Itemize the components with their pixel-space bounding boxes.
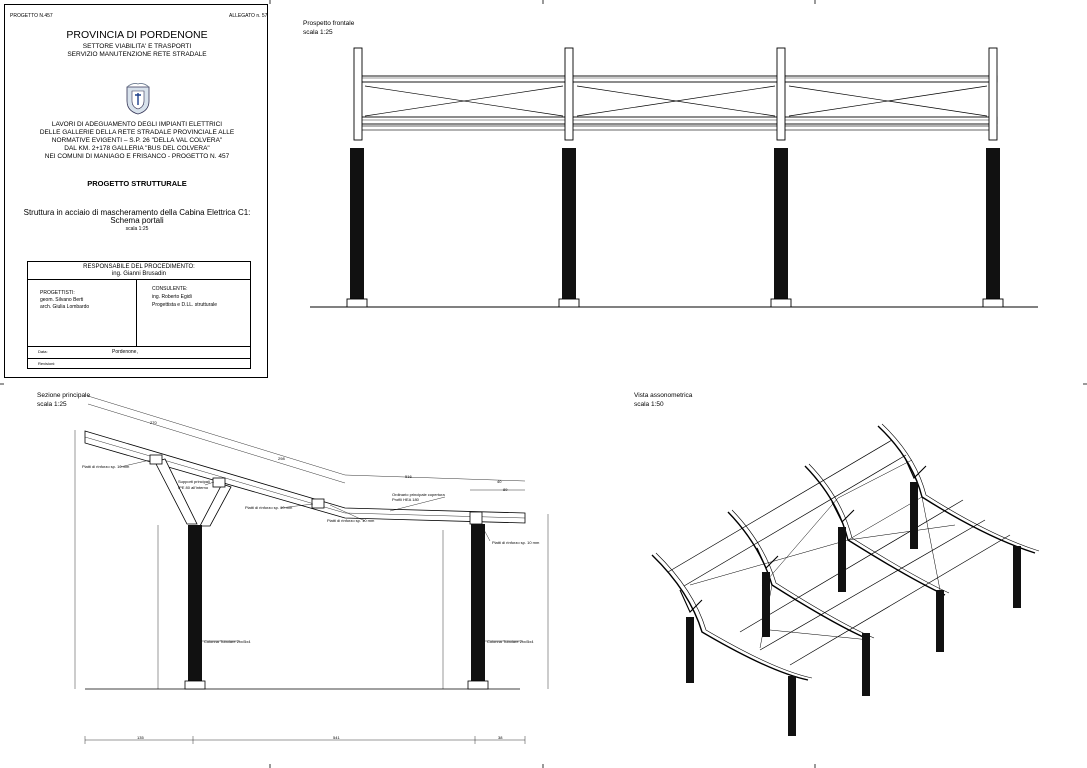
- attachment-number: ALLEGATO n. 57: [229, 13, 268, 19]
- service-name: SERVIZIO MANUTENZIONE RETE STRADALE: [67, 51, 207, 58]
- section-bottom-dimensions: [84, 736, 526, 744]
- designers-label: PROGETTISTI:: [40, 290, 75, 296]
- section-top-dimensions: [87, 395, 526, 491]
- date-label: Data:: [38, 349, 48, 354]
- label-plates-3: Piatti di rinforzo sp. 10 mm: [327, 518, 375, 523]
- front-view-scale: scala 1:25: [303, 29, 333, 36]
- label-plates-4: Piatti di rinforzo sp. 10 mm: [492, 540, 540, 545]
- province-name: PROVINCIA DI PORDENONE: [66, 29, 208, 41]
- signature-table: RESPONSABILE DEL PROCEDIMENTO: ing. Gian…: [27, 261, 251, 369]
- works-line-1: LAVORI DI ADEGUAMENTO DEGLI IMPIANTI ELE…: [51, 121, 223, 128]
- axo-view-title: Vista assonometrica: [634, 392, 693, 399]
- dim-top-4: 40: [497, 479, 502, 484]
- project-type: PROGETTO STRUTTURALE: [87, 179, 187, 188]
- section-leaders: [119, 459, 523, 642]
- front-column-4: [982, 47, 1004, 308]
- section-view-scale: scala 1:25: [37, 401, 67, 408]
- section-vertical-dimensions: [74, 430, 549, 689]
- section-column-left: [184, 525, 206, 690]
- designer-1: geom. Silvano Berti: [40, 297, 84, 303]
- works-line-2: DELLE GALLERIE DELLA RETE STRADALE PROVI…: [39, 129, 235, 136]
- label-plates-2: Piatti di rinforzo sp. 10 mm: [245, 505, 293, 510]
- axo-x-bracing: [689, 459, 956, 649]
- revisions-label: Revisioni:: [38, 361, 56, 366]
- consultant-role: Progettista e D.LL. strutturale: [152, 302, 218, 308]
- section-y-support: [154, 458, 232, 527]
- axo-purlins: [667, 439, 1011, 666]
- front-column-2: [558, 47, 580, 308]
- place-label: Pordenone,: [112, 349, 138, 355]
- description-line-1: Struttura in acciaio di mascheramento de…: [23, 208, 251, 217]
- front-view-title: Prospetto frontale: [303, 20, 355, 27]
- project-number: PROGETTO N.457: [10, 13, 53, 19]
- consultant-name: ing. Roberto Egidi: [152, 294, 192, 300]
- rup-label: RESPONSABILE DEL PROCEDIMENTO:: [83, 264, 195, 270]
- label-column-2: Colonna Tubolare 2xx/5x4: [487, 639, 534, 644]
- front-column-3: [770, 47, 792, 308]
- label-main-beam-a: Ordinario principale copertura: [392, 492, 445, 497]
- drawing-scale: scala 1:25: [125, 226, 149, 232]
- axo-columns: [686, 482, 1021, 736]
- dim-top-3: 516: [405, 474, 412, 479]
- title-block: PROGETTO N.457 ALLEGATO n. 57 PROVINCIA …: [4, 4, 268, 378]
- designer-2: arch. Giulia Lombardo: [40, 304, 90, 310]
- description-line-2: Schema portali: [110, 216, 164, 225]
- rup-name: ing. Gianni Brusadin: [111, 271, 167, 277]
- axo-y-supports: [679, 457, 927, 613]
- section-plate-3: [311, 498, 325, 509]
- dim-bottom-3: 38: [498, 735, 503, 740]
- works-line-3: NORMATIVE EVIGENTI – S.P. 26 "DELLA VAL …: [51, 137, 223, 144]
- province-crest-icon: [126, 83, 150, 115]
- axo-view-scale: scala 1:50: [634, 401, 664, 408]
- works-line-5: NEI COMUNI DI MANIAGO E FRISANCO - PROGE…: [44, 153, 230, 160]
- consultant-label: CONSULENTE:: [152, 286, 188, 292]
- front-column-1: [346, 47, 368, 308]
- dim-bottom-1: 135: [137, 735, 144, 740]
- section-plate-1: [149, 454, 163, 465]
- label-main-beam-b: Profili HEA 180: [392, 497, 419, 502]
- works-line-4: DAL KM. 2+178 GALLERIA "BUS DEL COLVERA": [64, 145, 210, 152]
- label-column-1: Colonna Tubolare 2xx/5x4: [204, 639, 251, 644]
- front-x-bracing: [364, 85, 988, 117]
- dim-top-5: 89: [503, 487, 508, 492]
- dim-top-1: 270: [150, 420, 157, 425]
- section-column-right: [467, 524, 489, 690]
- label-support-b: IPE 80 all'interno: [178, 485, 209, 490]
- dim-top-2: 298: [278, 456, 285, 461]
- label-support-a: Supporti principali: [178, 479, 210, 484]
- label-plates-1: Piatti di rinforzo sp. 10 mm: [82, 464, 130, 469]
- section-view-title: Sezione principale: [37, 392, 91, 399]
- sector-name: SETTORE VIABILITA' E TRASPORTI: [82, 43, 192, 50]
- dim-bottom-2: 541: [333, 735, 340, 740]
